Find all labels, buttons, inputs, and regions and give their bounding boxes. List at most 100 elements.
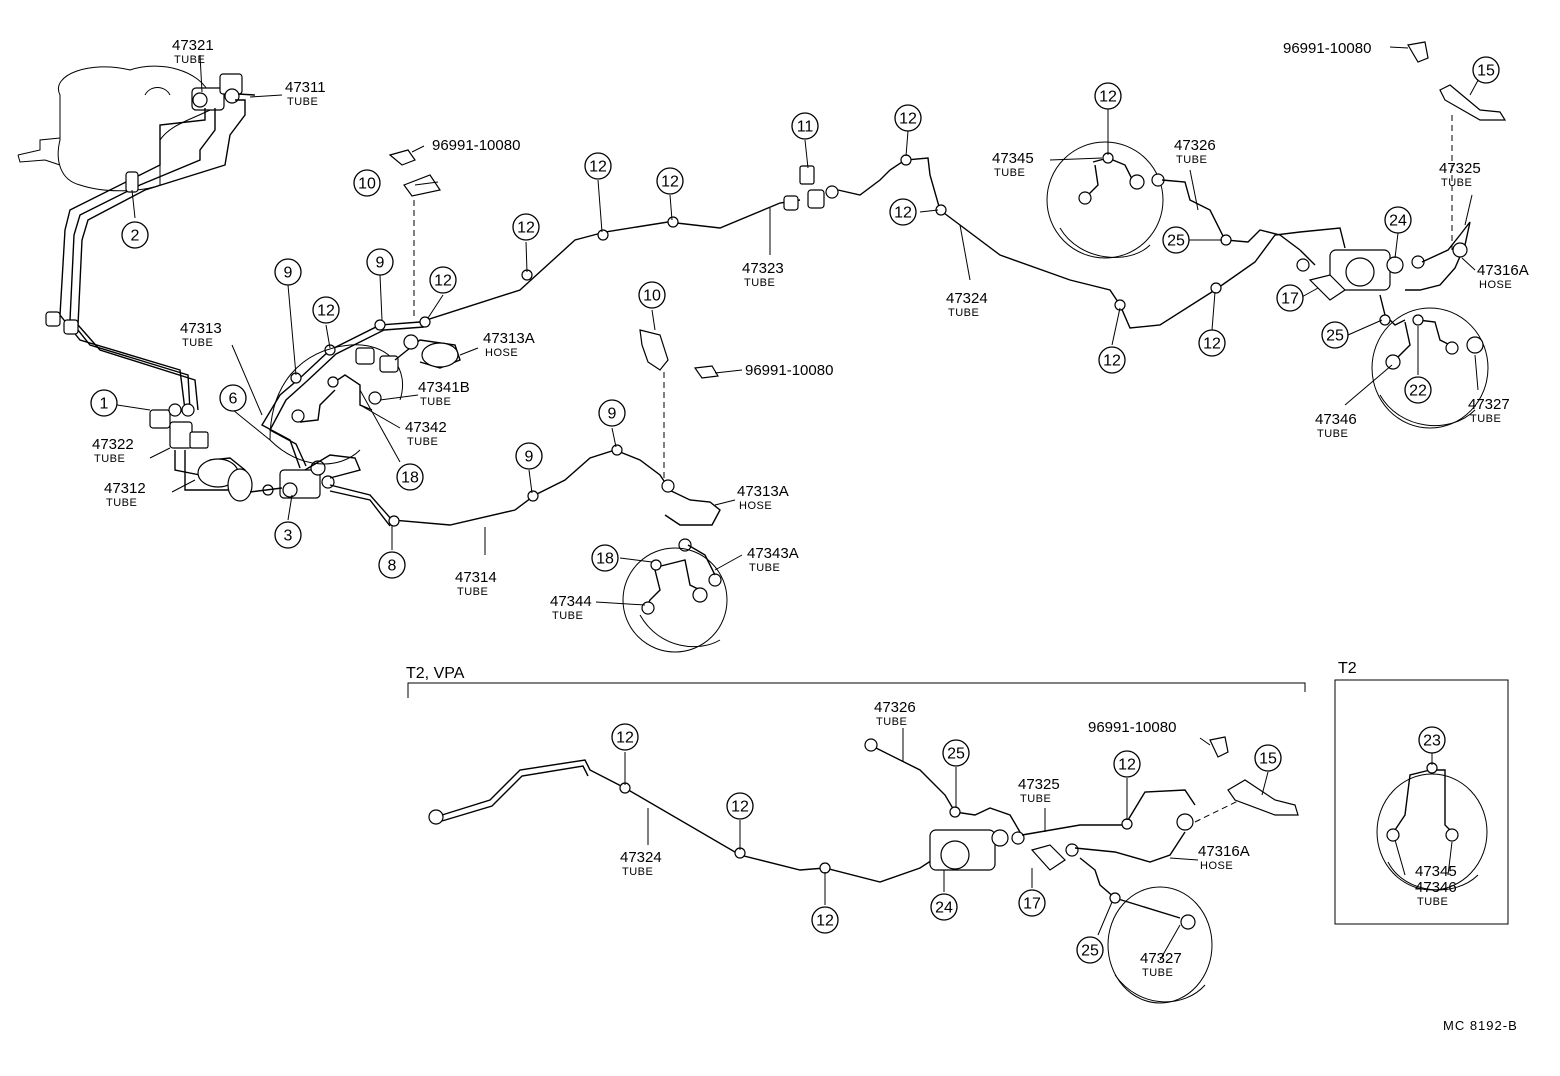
callout-number: 12 [1103, 353, 1121, 370]
part-type: TUBE [94, 453, 125, 465]
part-number: 47325 [1018, 776, 1060, 793]
callout-12: 12 [611, 723, 639, 751]
part-type: HOSE [1200, 860, 1233, 872]
hose-47313A-lower [661, 479, 722, 587]
callout-number: 9 [608, 406, 617, 423]
part-type: HOSE [1479, 279, 1512, 291]
part-number: 96991-10080 [1283, 40, 1371, 57]
callout-circle [584, 152, 612, 180]
callout-10: 10 [638, 281, 666, 309]
callout-17: 17 [1276, 284, 1304, 312]
part-number: 47311 [285, 79, 326, 96]
part-type: TUBE [106, 497, 137, 509]
part-number: 96991-10080 [432, 137, 520, 154]
t2vpa-bracket-15 [1194, 736, 1299, 823]
callout-number: 12 [434, 273, 452, 290]
callout-circle [894, 104, 922, 132]
callout-12: 12 [1094, 82, 1122, 110]
callout-circle [591, 544, 619, 572]
callout-number: 3 [284, 528, 293, 545]
part-number: 47313A [483, 330, 535, 347]
callout-number: 11 [797, 119, 814, 136]
leader-lines [103, 46, 1483, 961]
callout-17: 17 [1018, 889, 1046, 917]
callout-12: 12 [1198, 329, 1226, 357]
callout-9: 9 [274, 258, 302, 286]
callout-number: 6 [229, 391, 238, 408]
callout-circle [274, 521, 302, 549]
callout-number: 24 [1389, 213, 1407, 230]
part-label-96991-10080: 96991-10080 [1283, 40, 1371, 57]
part-number: 96991-10080 [1088, 719, 1176, 736]
callout-circle [611, 723, 639, 751]
callout-number: 25 [1167, 233, 1185, 250]
part-number: 47346 [1315, 411, 1357, 428]
section-title-t2-vpa: T2, VPA [406, 665, 465, 682]
part-label-47345: 47345 [1415, 863, 1457, 880]
part-type: TUBE [420, 396, 451, 408]
part-number: 47343A [747, 545, 799, 562]
callout-number: 12 [317, 303, 335, 320]
callout-15: 15 [1472, 56, 1500, 84]
callout-12: 12 [726, 792, 754, 820]
part-type: TUBE [1020, 793, 1051, 805]
part-number: 96991-10080 [745, 362, 833, 379]
part-number: 47323 [742, 260, 784, 277]
callout-circle [1094, 82, 1122, 110]
callout-18: 18 [396, 463, 424, 491]
part-number: 47325 [1439, 160, 1481, 177]
callout-23: 23 [1418, 726, 1446, 754]
part-number: 47346 [1415, 879, 1457, 896]
callout-24: 24 [1384, 206, 1412, 234]
callout-number: 17 [1023, 896, 1041, 913]
part-type: TUBE [1470, 413, 1501, 425]
tube-47325-47316A [1405, 115, 1471, 291]
t2-inset-frame [1334, 679, 1509, 925]
callout-12: 12 [312, 296, 340, 324]
load-sensing-valve [1296, 227, 1425, 301]
callout-circle [889, 198, 917, 226]
part-type: TUBE [876, 716, 907, 728]
callout-circle [1276, 284, 1304, 312]
callout-number: 12 [661, 174, 679, 191]
callout-25: 25 [1076, 936, 1104, 964]
part-label-96991-10080: 96991-10080 [745, 362, 833, 379]
callout-number: 12 [1203, 336, 1221, 353]
callout-circle [598, 399, 626, 427]
callout-circle [656, 167, 684, 195]
bracket-15-upper [1407, 41, 1507, 121]
callout-circle [930, 893, 958, 921]
part-number: 47313 [180, 320, 222, 337]
callout-number: 1 [100, 396, 109, 413]
callout-circle [366, 248, 394, 276]
callout-number: 18 [596, 551, 614, 568]
part-type: HOSE [739, 500, 772, 512]
callout-number: 25 [947, 746, 965, 763]
drawing-code: MC 8192-B [1443, 1018, 1518, 1033]
part-type: TUBE [552, 610, 583, 622]
callout-12: 12 [584, 152, 612, 180]
callout-circle [121, 221, 149, 249]
t2vpa-rear-brake [1107, 886, 1213, 1004]
part-type: TUBE [749, 562, 780, 574]
part-type: TUBE [1176, 154, 1207, 166]
callout-number: 12 [1118, 757, 1136, 774]
callout-circle [791, 112, 819, 140]
section-bracket-t2-vpa [407, 682, 1306, 698]
callout-circle [274, 258, 302, 286]
callout-circle [512, 213, 540, 241]
